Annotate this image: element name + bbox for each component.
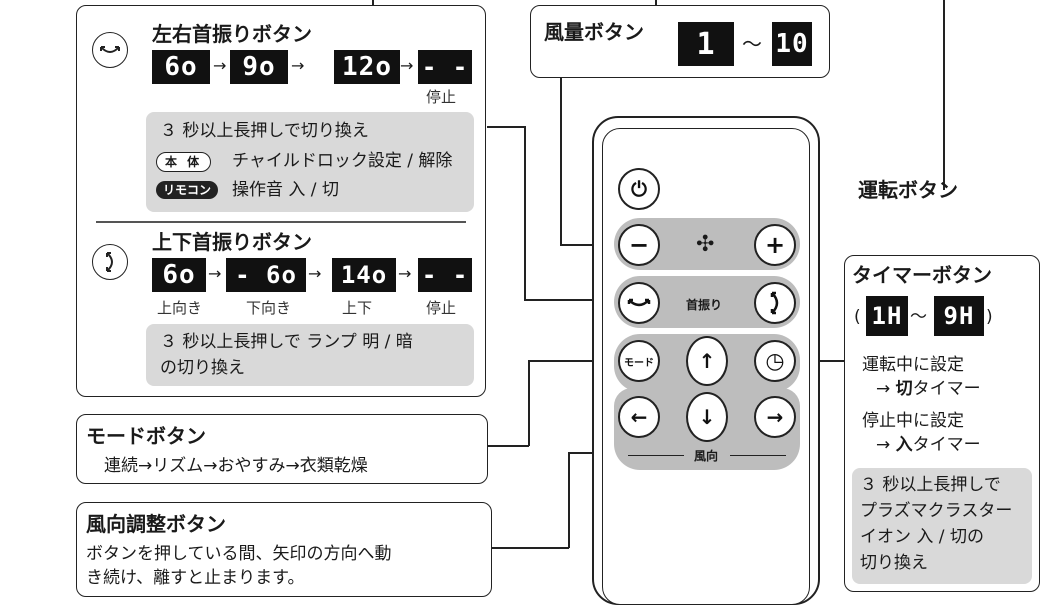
wind-down-button[interactable]: ↓: [686, 392, 728, 442]
wind-right-button[interactable]: →: [754, 396, 796, 438]
honntai-tag: 本 体: [156, 152, 212, 172]
arrow-icon: →: [208, 264, 222, 283]
connector-top-right: [943, 0, 945, 190]
wind-left-button[interactable]: ←: [618, 396, 660, 438]
arrow-icon: →: [398, 264, 412, 283]
timer-note-line2: プラズマクラスター: [860, 501, 1013, 521]
wind-label-rule-left: [628, 455, 684, 456]
swing-lr-display-3: 12o: [334, 50, 400, 84]
swing-ud-note-line1: ３ 秒以上長押しで ランプ 明 / 暗: [160, 332, 413, 352]
fan-speed-tilde: 〜: [742, 32, 762, 56]
wind-up-button[interactable]: ↑: [686, 336, 728, 386]
remocon-text: 操作音 入 / 切: [232, 180, 339, 200]
power-button[interactable]: ⏻: [618, 168, 660, 210]
timer-running-arrow: →: [876, 379, 896, 399]
fan-speed-title: 風量ボタン: [544, 20, 644, 44]
timer-stopped-bold: 入: [895, 435, 913, 455]
wind-label: 風向: [694, 449, 719, 463]
connector-swing-v: [524, 126, 526, 300]
honntai-text: チャイルドロック設定 / 解除: [232, 151, 453, 171]
timer-note-line4: 切り換え: [860, 553, 928, 573]
timer-tilde: 〜: [910, 307, 927, 327]
timer-stopped-line1: 停止中に設定: [862, 411, 964, 431]
swing-ud-display-1: 6o: [152, 258, 206, 292]
swing-up-down-icon: [92, 244, 128, 280]
arrow-icon: →: [213, 56, 227, 75]
swing-lr-display-1: 6o: [152, 50, 210, 84]
timer-paren-close: ): [986, 307, 993, 327]
swing-left-right-icon: [627, 298, 651, 307]
fan-speed-display-min: 1: [678, 22, 734, 66]
swing-label: 首振り: [686, 298, 723, 312]
swing-ud-label-down: 下向き: [246, 299, 292, 317]
fan-icon: ✣: [696, 232, 715, 257]
timer-button[interactable]: ◷: [754, 340, 796, 382]
swing-ud-button[interactable]: [754, 282, 796, 324]
timer-note-line1: ３ 秒以上長押しで: [860, 475, 1001, 495]
timer-running-bold: 切: [895, 379, 913, 399]
timer-stopped-line2: → 入タイマー: [876, 434, 981, 456]
remocon-tag: リモコン: [156, 181, 219, 199]
fan-minus-button[interactable]: −: [618, 224, 660, 266]
timer-display-max: 9H: [934, 296, 984, 336]
arrow-icon: →: [291, 56, 305, 75]
timer-running-rest: タイマー: [912, 379, 981, 399]
connector-mode-v: [528, 360, 530, 446]
arrow-icon: →: [308, 264, 322, 283]
swing-ud-display-3: 14o: [332, 258, 396, 292]
fan-plus-button[interactable]: +: [754, 224, 796, 266]
wind-label-rule-right: [730, 455, 786, 456]
swing-ud-note-line2: の切り換え: [160, 358, 245, 378]
timer-title: タイマーボタン: [852, 263, 992, 287]
swing-ud-title: 上下首振りボタン: [152, 230, 312, 254]
swing-up-down-icon: [770, 291, 779, 315]
timer-stopped-rest: タイマー: [912, 435, 981, 455]
swing-lr-display-4: - -: [418, 50, 472, 84]
swing-lr-note: ３ 秒以上長押しで切り換え: [160, 121, 369, 141]
swing-lr-stop-label: 停止: [426, 88, 457, 106]
wind-direction-title: 風向調整ボタン: [86, 512, 226, 536]
timer-running-line1: 運転中に設定: [862, 355, 964, 375]
swing-ud-label-stop: 停止: [426, 299, 457, 317]
connector-swing-h2: [524, 299, 620, 301]
mode-button[interactable]: モード: [618, 340, 660, 382]
mode-panel: [76, 414, 488, 484]
power-label: 運転ボタン: [858, 178, 958, 202]
swing-lr-display-2: 9o: [230, 50, 288, 84]
timer-running-line2: → 切タイマー: [876, 378, 981, 400]
wind-direction-line2: き続け、離すと止まります。: [86, 568, 305, 588]
timer-note-panel: [852, 468, 1032, 584]
swing-ud-display-4: - -: [418, 258, 472, 292]
timer-paren-open: (: [854, 307, 861, 327]
swing-ud-display-2: - 6o: [226, 258, 306, 292]
connector-fan-v: [560, 78, 562, 245]
timer-display-min: 1H: [866, 296, 908, 336]
timer-note-line3: イオン 入 / 切の: [860, 527, 984, 547]
connector-wind-v: [568, 452, 570, 548]
connector-mode-h2: [488, 445, 529, 447]
swing-divider: [96, 221, 466, 223]
swing-lr-title: 左右首振りボタン: [152, 22, 312, 46]
connector-fan-h: [560, 244, 620, 246]
connector-wind-h2: [492, 547, 569, 549]
mode-sequence: 連続→リズム→おやすみ→衣類乾燥: [104, 456, 368, 476]
fan-speed-display-max: 10: [772, 22, 812, 66]
swing-lr-button[interactable]: [618, 282, 660, 324]
timer-stopped-arrow: →: [876, 435, 896, 455]
mode-title: モードボタン: [86, 424, 206, 448]
connector-swing-h1: [487, 126, 525, 128]
wind-direction-panel: [76, 502, 492, 597]
connector-mode-h1: [528, 360, 616, 362]
swing-left-right-icon: [92, 32, 128, 68]
arrow-icon: →: [400, 56, 414, 75]
swing-ud-label-up: 上向き: [157, 299, 203, 317]
swing-ud-note-panel: [146, 324, 474, 386]
swing-ud-label-updown: 上下: [342, 299, 373, 317]
wind-direction-line1: ボタンを押している間、矢印の方向へ動: [86, 544, 392, 564]
